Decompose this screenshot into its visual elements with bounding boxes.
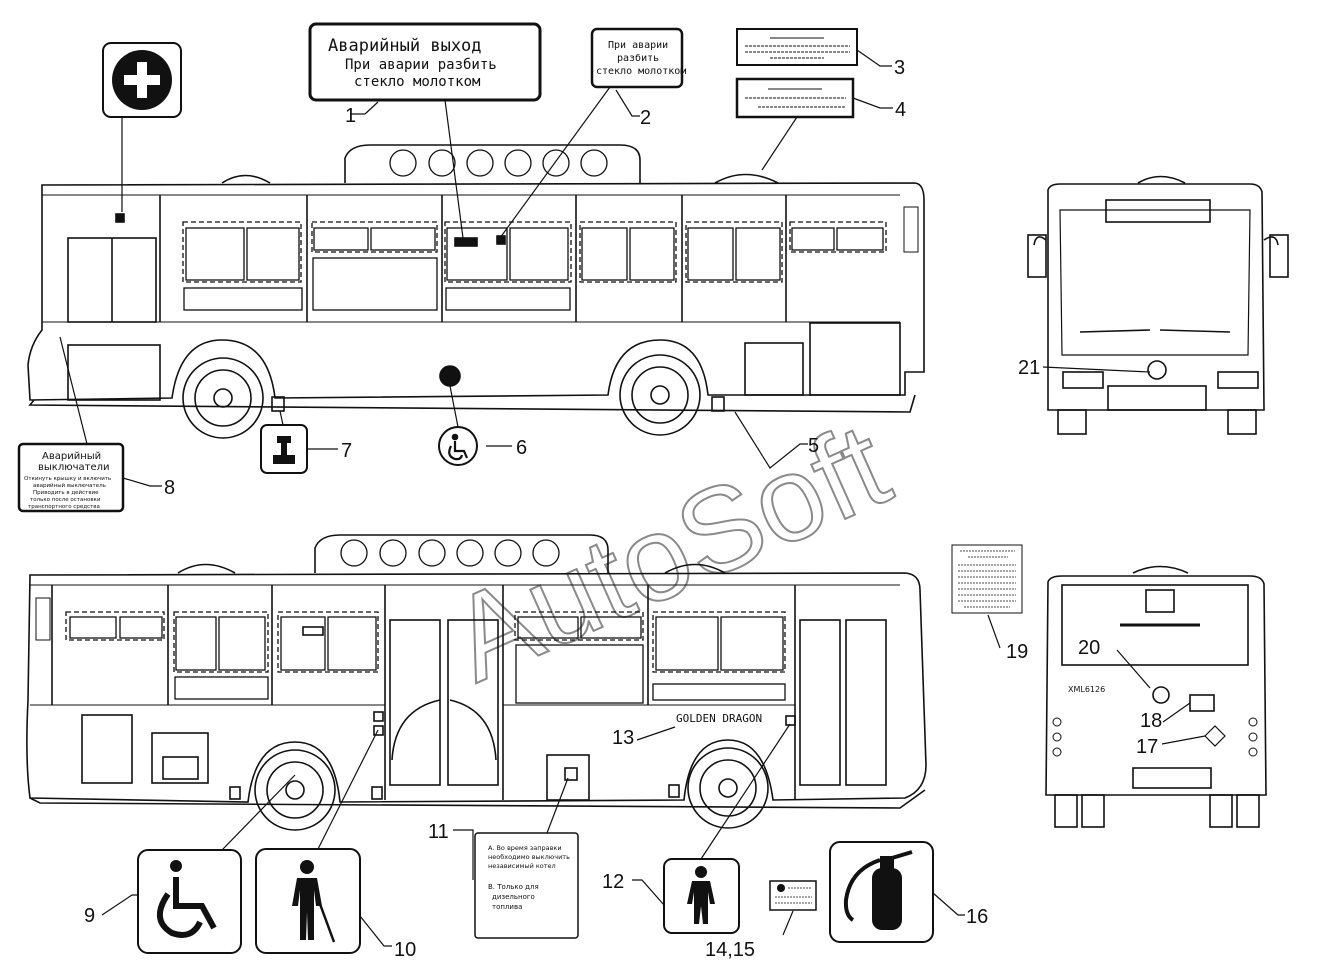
callout-17: 17 [1136,736,1158,758]
callout-5: 5 [808,435,819,457]
callout-6: 6 [516,437,527,459]
wheelchair-icon [448,433,469,461]
exit-sign-line3: стекло молотком [354,74,481,90]
person-with-cane-icon [292,860,336,943]
callout-20: 20 [1078,637,1100,659]
callout-1: 1 [345,105,356,127]
switches-body2: аварийный выключатель [33,482,106,489]
exit-sign-3 [736,28,858,66]
callout-8: 8 [164,477,175,499]
exit-sign-line1: Аварийный выход [328,36,482,56]
manufacturer-logo-icon [777,884,785,892]
refuel-a1: A. Во время заправки [488,844,562,852]
hammer-sign [260,424,308,474]
switches-body4: только после остановки [30,497,101,503]
callout-13: 13 [612,727,634,749]
bus-side-view-left [27,144,925,439]
exit-sign-4 [735,77,855,119]
callout-9: 9 [84,905,95,927]
callout-7: 7 [341,440,352,462]
refuel-a3: независимый котел [488,862,556,870]
callout-18: 18 [1140,710,1162,732]
callout-19: 19 [1006,641,1028,663]
wheelchair-icon-large [157,860,217,938]
label-14-15 [769,880,817,911]
emergency-exit-sign-large: Аварийный выход При аварии разбить стекл… [308,22,542,102]
switches-body1: Откинуть крышку и включить [24,476,111,482]
child-sign [663,858,740,934]
callout-12: 12 [602,871,624,893]
person-with-cane-sign [255,848,361,954]
refuel-b3: топлива [492,903,522,911]
switches-title1: Аварийный [42,451,101,462]
exit-small-line3: стекло молотком [596,66,686,77]
fire-extinguisher-sign [829,841,934,943]
switches-body5: транспортного средства [28,504,100,510]
callout-21: 21 [1018,357,1040,379]
callout-leaders [101,49,1206,947]
callout-numbers: 1 2 3 4 5 6 7 8 9 10 11 12 13 14,15 16 1… [84,57,1162,961]
exit-small-line2: разбить [617,52,659,64]
refuel-a2: необходимо выключить [488,853,570,861]
refuel-sign: A. Во время заправки необходимо выключит… [474,832,579,939]
emergency-exit-sign-small: При аварии разбить стекло молотком [590,27,686,89]
callout-10: 10 [394,939,416,961]
wheelchair-sign-large [137,849,242,954]
switches-body3: Приводить в действие [33,489,99,496]
bus-rear-view: XML6126 [1045,565,1267,828]
refuel-b2: дизельного [492,893,535,901]
callout-4: 4 [895,99,906,121]
svg-text:XML6126: XML6126 [1068,685,1105,694]
emergency-switches-sign: Аварийный выключатели Откинуть крышку и … [17,442,125,513]
fire-extinguisher-icon [843,850,913,930]
callout-11: 11 [428,821,449,843]
child-icon [687,866,715,924]
brand-label: GOLDEN DRAGON [676,712,762,725]
callout-3: 3 [894,57,905,79]
callout-16: 16 [966,906,988,928]
exit-small-line1: При аварии [608,40,668,51]
callout-14-15: 14,15 [705,939,755,961]
bus-front-view [1027,175,1289,435]
hammer-icon [273,436,295,464]
switches-title2: выключатели [38,462,110,473]
instruction-sign-19 [951,544,1023,614]
bus-side-view-right: GOLDEN DRAGON [26,534,927,831]
callout-2: 2 [640,107,651,129]
exit-sign-line2: При аварии разбить [345,57,497,73]
refuel-b1: B. Только для [488,883,539,891]
first-aid-sign [102,42,182,118]
wheelchair-sign-small [438,426,478,466]
